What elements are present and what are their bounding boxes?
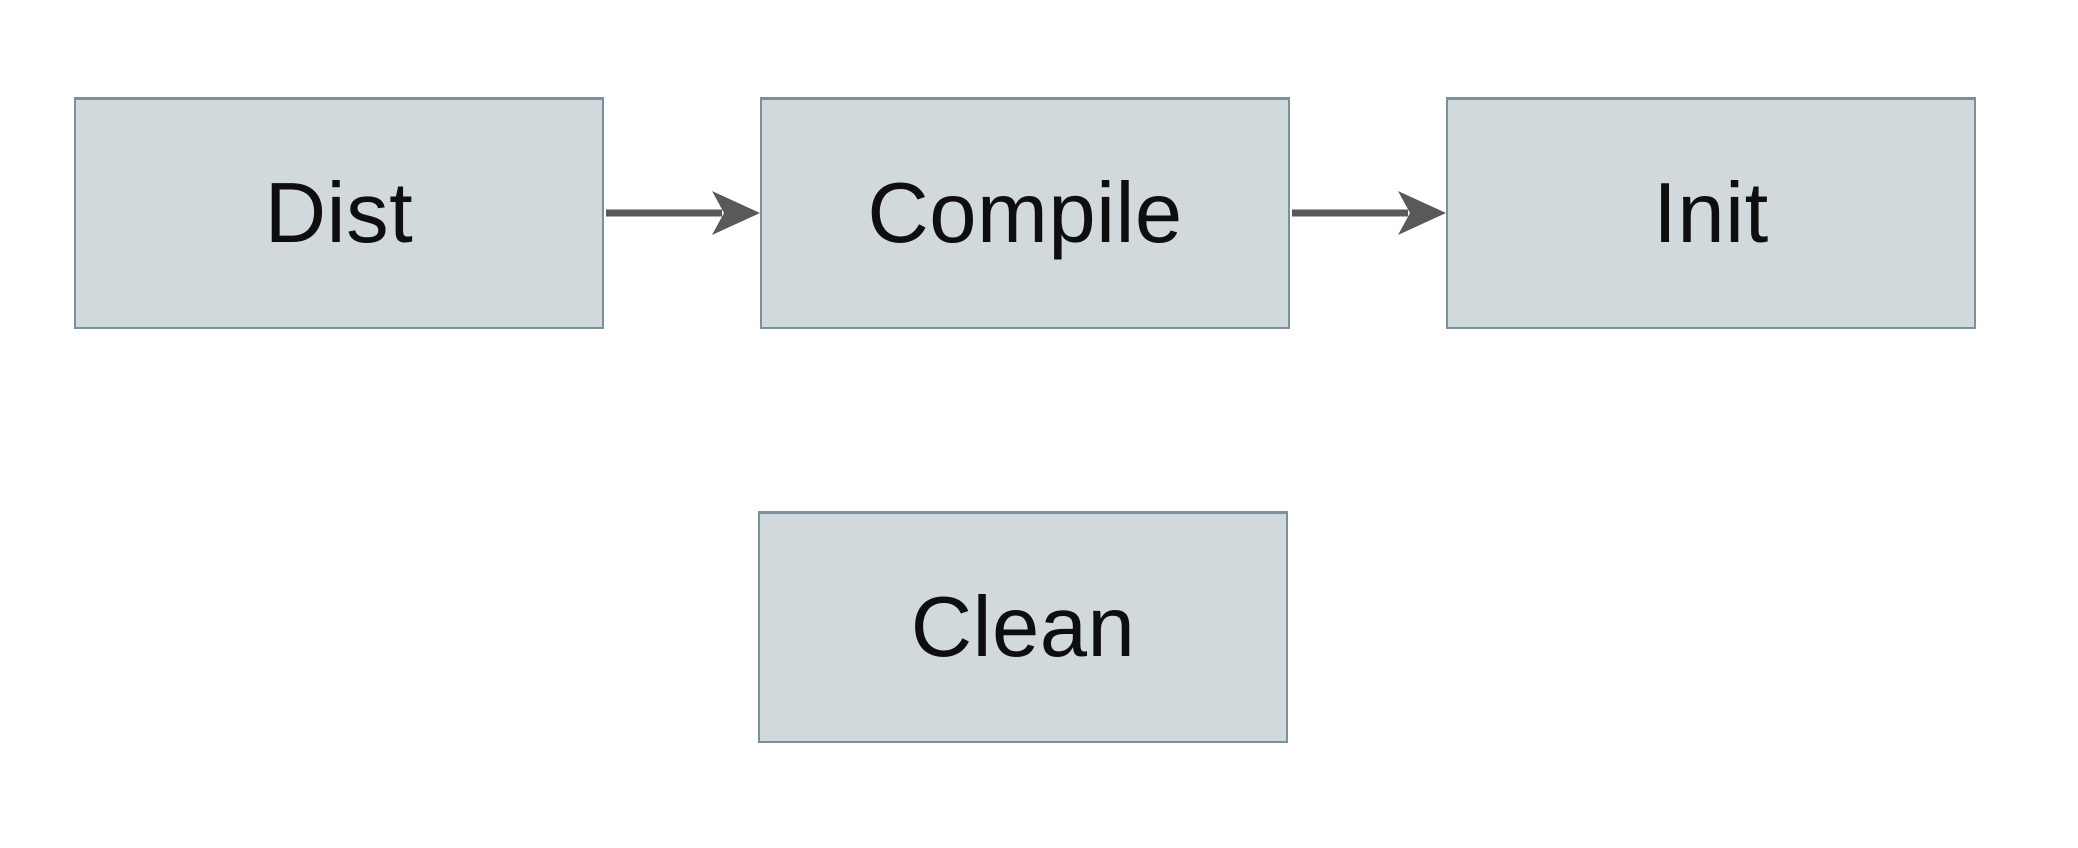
- arrow-dist-to-compile[interactable]: [606, 191, 760, 235]
- node-compile[interactable]: Compile: [760, 97, 1290, 329]
- node-clean-label: Clean: [910, 580, 1136, 675]
- arrowhead-icon: [712, 191, 760, 235]
- arrowhead-icon: [1398, 191, 1446, 235]
- node-dist[interactable]: Dist: [74, 97, 604, 329]
- arrow-compile-to-init[interactable]: [1292, 191, 1446, 235]
- node-init-label: Init: [1653, 166, 1769, 261]
- node-clean[interactable]: Clean: [758, 511, 1288, 743]
- node-dist-label: Dist: [264, 166, 414, 261]
- node-init[interactable]: Init: [1446, 97, 1976, 329]
- node-compile-label: Compile: [867, 166, 1183, 261]
